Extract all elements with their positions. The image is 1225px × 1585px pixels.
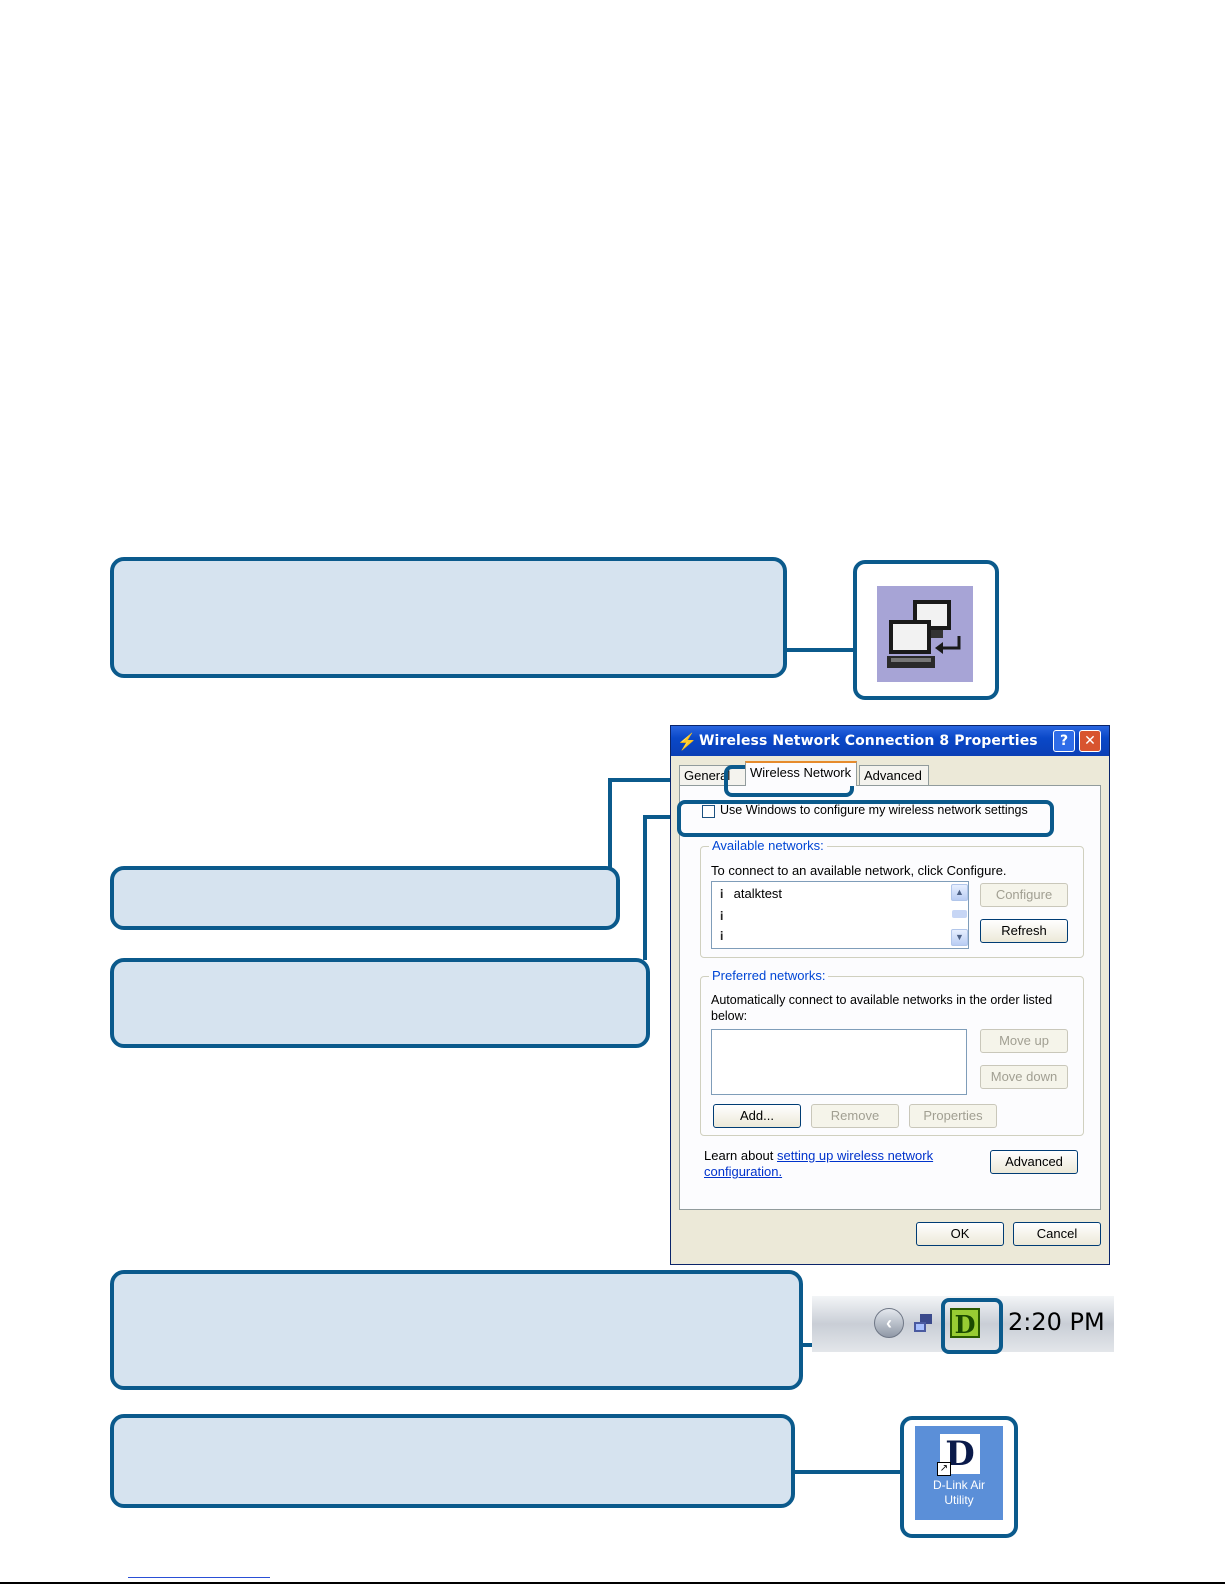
configuration-link[interactable]: configuration. [704, 1164, 783, 1179]
available-instruction: To connect to an available network, clic… [711, 863, 1007, 878]
system-tray: ‹ D 2:20 PM [812, 1296, 1114, 1352]
wireless-network-icon: 𝐢 [720, 909, 724, 923]
move-down-button[interactable]: Move down [980, 1065, 1068, 1089]
list-item[interactable]: 𝐢 [720, 908, 730, 924]
desktop-icon-label: D-Link Air Utility [932, 1478, 985, 1507]
connector-1 [787, 648, 855, 652]
wireless-network-icon: 𝐢 [720, 887, 724, 901]
refresh-button[interactable]: Refresh [980, 919, 1068, 943]
available-networks-group: Available networks: To connect to an ava… [700, 838, 1084, 958]
list-item[interactable]: 𝐢 [720, 928, 730, 944]
dlink-air-utility-shortcut[interactable]: D ↗ D-Link Air Utility [915, 1426, 1003, 1520]
add-button[interactable]: Add... [713, 1104, 801, 1128]
setup-wireless-link[interactable]: setting up wireless network [777, 1148, 934, 1163]
wireless-network-icon: 𝐢 [720, 929, 724, 943]
scrollbar-thumb[interactable] [952, 910, 967, 918]
callout-box-1 [110, 557, 787, 678]
callout-box-4 [110, 1270, 803, 1390]
configure-button[interactable]: Configure [980, 883, 1068, 907]
available-networks-list[interactable]: 𝐢 atalktest 𝐢 𝐢 ▲ ▼ [711, 881, 969, 949]
footer-link-underline [128, 1577, 270, 1578]
close-button[interactable]: ✕ [1079, 730, 1101, 752]
show-hidden-icons-icon[interactable]: ‹ [874, 1308, 904, 1338]
properties-button[interactable]: Properties [909, 1104, 997, 1128]
callout-box-3 [110, 958, 650, 1048]
move-up-button[interactable]: Move up [980, 1029, 1068, 1053]
preferred-instruction-line1: Automatically connect to available netwo… [711, 993, 1053, 1007]
scroll-down-icon[interactable]: ▼ [951, 929, 968, 946]
network-tray-icon[interactable] [912, 1312, 936, 1336]
list-item[interactable]: 𝐢 atalktest [720, 886, 783, 901]
connector-2-vertical [608, 778, 612, 868]
tab-advanced[interactable]: Advanced [859, 765, 929, 785]
dialog-titlebar: ⚡ Wireless Network Connection 8 Properti… [671, 726, 1109, 756]
preferred-networks-list[interactable] [711, 1029, 967, 1095]
preferred-networks-group: Preferred networks: Automatically connec… [700, 968, 1084, 1136]
connector-3-horizontal [643, 815, 681, 819]
preferred-instruction-line2: below: [711, 1009, 748, 1023]
footer-rule [0, 1582, 1225, 1584]
learn-about-text: Learn about setting up wireless network [704, 1148, 934, 1163]
advanced-button[interactable]: Advanced [990, 1150, 1078, 1174]
tray-icon-highlight [941, 1298, 1003, 1354]
use-windows-checkbox[interactable] [702, 805, 715, 818]
tab-wireless-network[interactable]: Wireless Network [745, 761, 857, 786]
connector-5 [795, 1470, 903, 1474]
dialog-title: Wireless Network Connection 8 Properties [699, 733, 1038, 749]
tab-panel: Use Windows to configure my wireless net… [679, 785, 1101, 1210]
callout-box-2 [110, 866, 620, 930]
remove-button[interactable]: Remove [811, 1104, 899, 1128]
shortcut-arrow-icon: ↗ [937, 1462, 951, 1476]
use-windows-label[interactable]: Use Windows to configure my wireless net… [720, 803, 1028, 817]
network-connections-icon [877, 586, 973, 682]
network-icon-frame [853, 560, 999, 700]
properties-dialog: ⚡ Wireless Network Connection 8 Properti… [670, 725, 1110, 1265]
callout-box-5 [110, 1414, 795, 1508]
tray-clock[interactable]: 2:20 PM [1008, 1308, 1105, 1336]
connector-3-vertical [643, 815, 647, 960]
available-networks-legend: Available networks: [709, 838, 827, 853]
preferred-networks-legend: Preferred networks: [709, 968, 829, 983]
checkbox-highlight [677, 800, 1054, 837]
dlink-tray-icon[interactable]: D [950, 1308, 980, 1339]
connector-2-horizontal [608, 778, 728, 782]
cancel-button[interactable]: Cancel [1013, 1222, 1101, 1246]
network-connection-icon: ⚡ [677, 734, 697, 751]
scroll-up-icon[interactable]: ▲ [951, 884, 968, 901]
help-button[interactable]: ? [1053, 730, 1075, 752]
ok-button[interactable]: OK [916, 1222, 1004, 1246]
